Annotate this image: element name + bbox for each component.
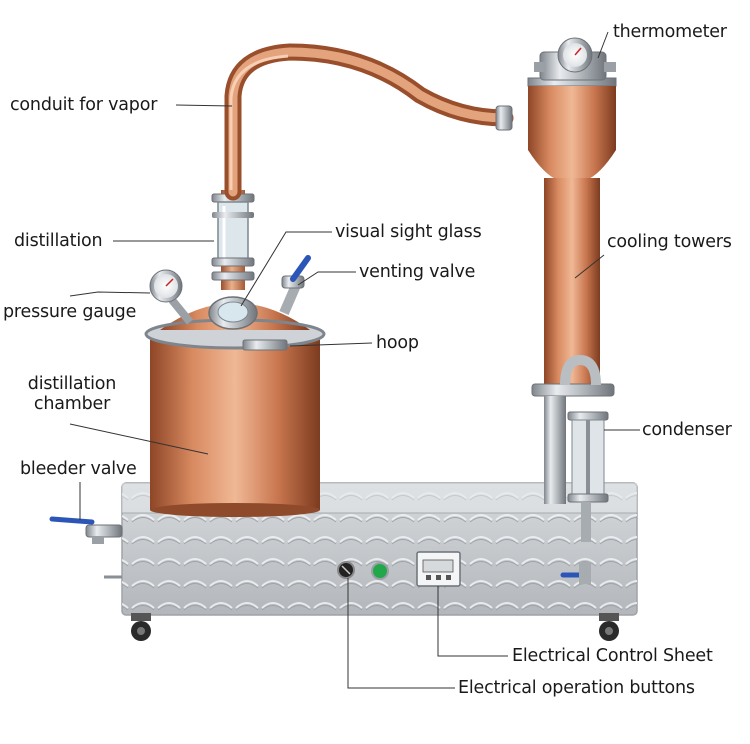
label-thermometer: thermometer <box>613 22 727 42</box>
label-visual-sight-glass: visual sight glass <box>335 222 482 242</box>
label-electrical-control-sheet: Electrical Control Sheet <box>512 646 713 666</box>
control-display <box>416 551 461 587</box>
label-electrical-operation-buttons: Electrical operation buttons <box>458 678 695 698</box>
label-distillation-chamber: distillation chamber <box>20 374 124 414</box>
leader-pressure-gauge <box>69 291 151 297</box>
wheel-left <box>131 613 151 641</box>
venting-valve <box>279 255 311 315</box>
label-chamber-line2: chamber <box>33 394 111 414</box>
leader-thermometer <box>597 31 609 59</box>
leader-cooling-towers <box>574 254 605 279</box>
leader-control-sheet <box>437 586 508 657</box>
leader-lines <box>69 31 640 689</box>
pressure-gauge <box>149 269 194 325</box>
leader-conduit <box>175 104 233 107</box>
leader-operation-buttons <box>347 578 455 689</box>
thermometer <box>534 37 616 73</box>
distillation-column <box>211 190 255 290</box>
leader-sight-glass <box>240 231 332 307</box>
label-distillation: distillation <box>14 231 103 251</box>
label-condenser: condenser <box>642 420 732 440</box>
operation-button-black <box>337 561 355 579</box>
wheel-right <box>599 613 619 641</box>
leader-chamber <box>69 423 209 455</box>
leader-hoop <box>289 342 373 347</box>
vapor-conduit <box>224 43 514 201</box>
operation-button-green <box>371 562 389 580</box>
label-chamber-line1: distillation <box>27 374 117 394</box>
bleeder-valve <box>49 516 123 579</box>
condenser <box>560 354 609 584</box>
distillation-chamber <box>144 303 326 517</box>
leader-venting-valve <box>297 271 356 286</box>
label-conduit-for-vapor: conduit for vapor <box>10 95 158 115</box>
label-bleeder-valve: bleeder valve <box>20 459 137 479</box>
label-cooling-towers: cooling towers <box>607 232 732 252</box>
cooling-tower <box>527 51 617 504</box>
label-venting-valve: venting valve <box>359 262 476 282</box>
label-hoop: hoop <box>376 333 419 353</box>
sight-glass <box>208 296 258 330</box>
label-pressure-gauge: pressure gauge <box>3 302 137 322</box>
